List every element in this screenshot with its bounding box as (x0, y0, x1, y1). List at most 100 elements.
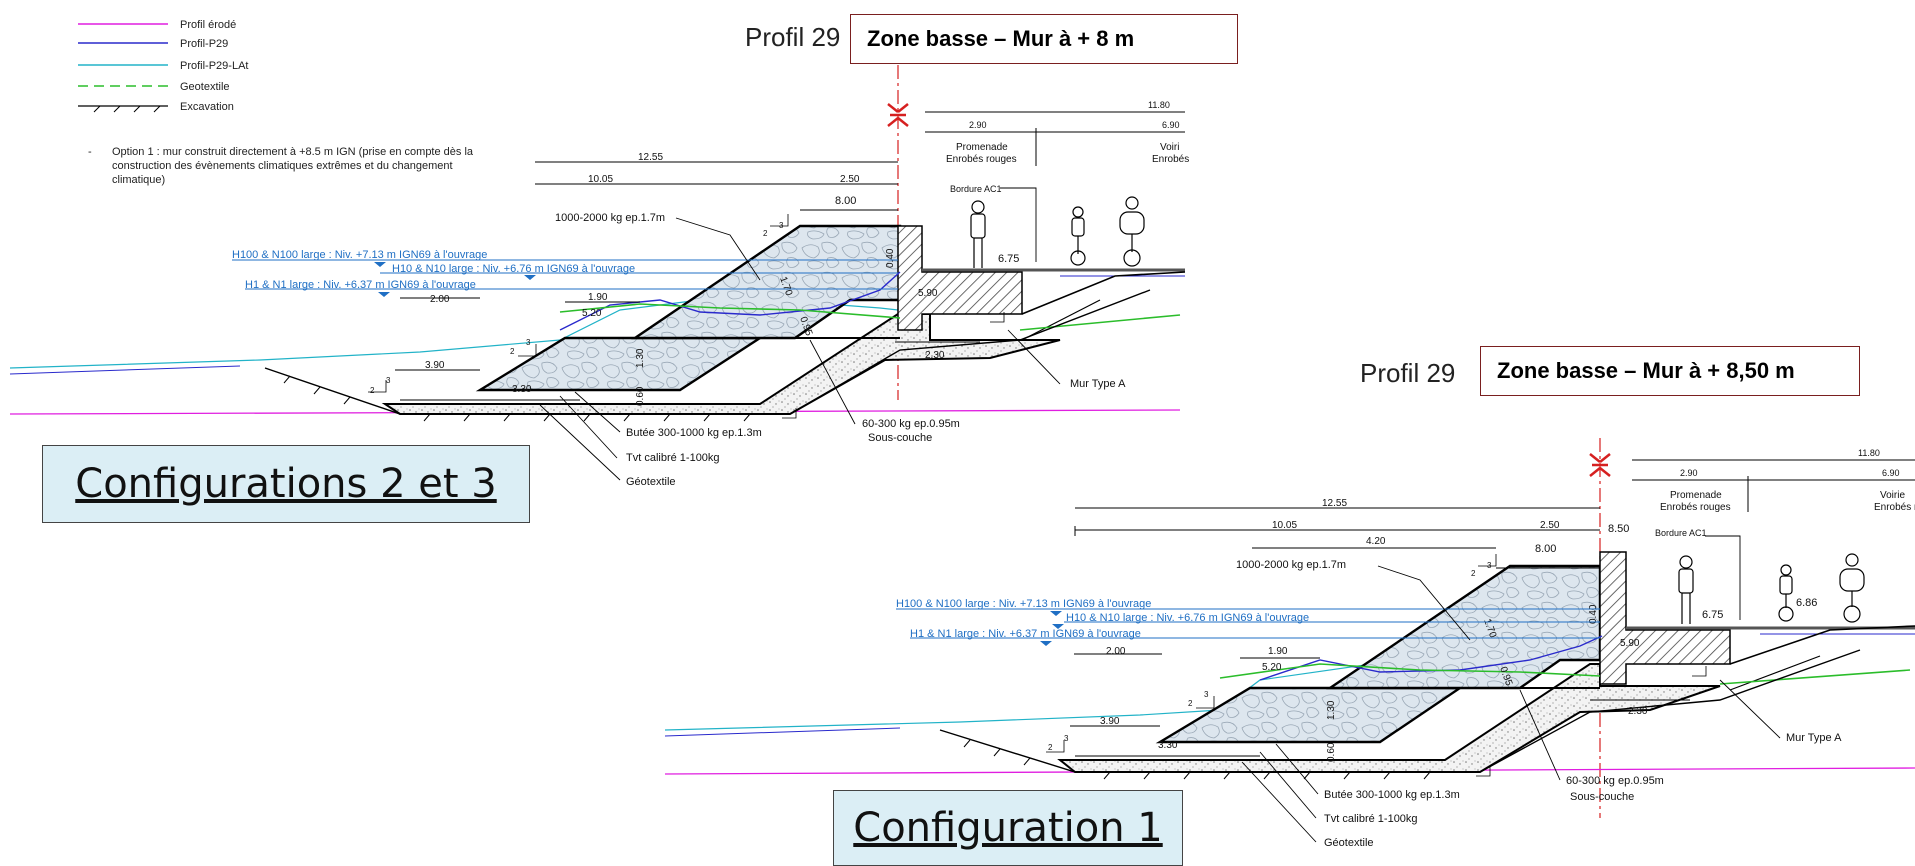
wall (897, 225, 1023, 331)
slope-label: 3 (1204, 690, 1209, 699)
dim-label: 8.00 (1535, 543, 1556, 555)
slope-label: 3 (1487, 561, 1492, 570)
label: Enrobés (1152, 154, 1189, 165)
zone-title-bottom: Zone basse – Mur à + 8,50 m (1480, 346, 1860, 396)
slope-label: 3 (386, 376, 391, 385)
slope-label: 2 (1188, 699, 1193, 708)
dim-label: 1.90 (588, 292, 608, 303)
config-label-top: Configurations 2 et 3 (42, 445, 530, 523)
material-label: Butée 300-1000 kg ep.1.3m (626, 427, 762, 439)
dim-label: 2.30 (925, 350, 945, 361)
dim-label: 8.50 (1608, 523, 1629, 535)
dim-label: 6.90 (1882, 468, 1900, 478)
label: Voirie (1880, 490, 1905, 501)
label: Promenade (1670, 490, 1722, 501)
profil-label-top: Profil 29 (745, 22, 841, 52)
legend-item: Profil-P29 (180, 38, 228, 50)
config-label-bottom: Configuration 1 (833, 790, 1183, 866)
dim-label: 10.05 (1272, 520, 1297, 531)
note-line: Option 1 : mur construit directement à +… (112, 146, 474, 158)
cyclist-icon (1778, 564, 1794, 622)
dim-label: 0.60 (1326, 742, 1337, 762)
water-level-label: H100 & N100 large : Niv. +7.13 m IGN69 à… (896, 598, 1151, 610)
slope-label: 3 (526, 338, 531, 347)
slope-label: 3 (1064, 734, 1069, 743)
label: Bordure AC1 (950, 184, 1002, 194)
dim-label: 0.40 (1588, 604, 1599, 624)
dim-label: 3.90 (1100, 716, 1120, 727)
slope-label: 2 (370, 386, 375, 395)
dim-label: 12.55 (638, 152, 663, 163)
material-label: 1000-2000 kg ep.1.7m (555, 212, 665, 224)
dim-label: 12.55 (1322, 498, 1347, 509)
dim-label: 11.80 (1148, 100, 1170, 110)
dim-label: 6.75 (1702, 609, 1723, 621)
label: Voiri (1160, 142, 1179, 153)
dim-label: 2.50 (840, 174, 860, 185)
legend-item: Profil-P29-LAt (180, 60, 248, 72)
dim-label: 6.75 (998, 253, 1019, 265)
axis-marker-icon (887, 103, 909, 127)
dim-label: 1.30 (635, 348, 646, 368)
dim-label: 3.30 (1158, 740, 1178, 751)
label: Bordure AC1 (1655, 528, 1707, 538)
material-label: Mur Type A (1786, 732, 1842, 744)
material-label: Mur Type A (1070, 378, 1126, 390)
dim-label: 2.30 (1628, 706, 1648, 717)
dim-label: 2.00 (430, 294, 450, 305)
water-level-label: H10 & N10 large : Niv. +6.76 m IGN69 à l… (392, 263, 635, 275)
dim-label: 3.30 (512, 384, 532, 395)
zone-title-top: Zone basse – Mur à + 8 m (850, 14, 1238, 64)
label: Enrobés r (1874, 502, 1915, 513)
dim-label: 8.00 (835, 195, 856, 207)
legend-item: Excavation (180, 101, 234, 113)
material-label: Tvt calibré 1-100kg (1324, 813, 1418, 825)
legend: Profil érodé Profil-P29 Profil-P29-LAt G… (78, 19, 474, 186)
material-label: Géotextile (1324, 837, 1374, 849)
material-label: Géotextile (626, 476, 676, 488)
cyclist-icon (1070, 206, 1086, 266)
butee-block (475, 336, 765, 392)
cyclist-icon (1839, 553, 1865, 623)
material-label: Sous-couche (1570, 791, 1634, 803)
water-level-label: H10 & N10 large : Niv. +6.76 m IGN69 à l… (1066, 612, 1309, 624)
dim-label: 5.90 (1620, 638, 1640, 649)
dim-label: 11.80 (1858, 448, 1880, 458)
dim-label: 10.05 (588, 174, 613, 185)
water-level-label: H1 & N1 large : Niv. +6.37 m IGN69 à l'o… (910, 628, 1141, 640)
dim-label: 5.20 (1262, 662, 1282, 673)
note-dash: - (88, 146, 92, 158)
water-level-label: H1 & N1 large : Niv. +6.37 m IGN69 à l'o… (245, 279, 476, 291)
dim-label: 6.86 (1796, 597, 1817, 609)
axis-marker-icon (1589, 453, 1611, 477)
note-line: climatique) (112, 174, 165, 186)
dim-label: 2.50 (1540, 520, 1560, 531)
label: Enrobés rouges (1660, 502, 1731, 513)
water-level-label: H100 & N100 large : Niv. +7.13 m IGN69 à… (232, 249, 487, 261)
slope-label: 2 (510, 347, 515, 356)
dim-label: 2.90 (1680, 468, 1698, 478)
slope-label: 2 (1471, 569, 1476, 578)
slope-label: 2 (763, 229, 768, 238)
dim-label: 5.90 (918, 288, 938, 299)
pedestrian-icon (970, 200, 986, 268)
dim-label: 3.90 (425, 360, 445, 371)
note-line: construction des évènements climatiques … (112, 160, 453, 172)
slope-label: 2 (1048, 743, 1053, 752)
material-label: Sous-couche (868, 432, 932, 444)
label: Promenade (956, 142, 1008, 153)
dim-label: 1.30 (1326, 700, 1337, 720)
dim-label: 2.00 (1106, 646, 1126, 657)
dim-label: 2.90 (969, 120, 987, 130)
profil-label-bottom: Profil 29 (1360, 358, 1456, 388)
label: Enrobés rouges (946, 154, 1017, 165)
legend-item: Profil érodé (180, 19, 236, 31)
top-section: 11.80 2.90 6.90 Promenade Enrobés rouges… (9, 40, 1189, 488)
pedestrian-icon (1678, 555, 1694, 624)
armour-block (631, 224, 902, 340)
dim-label: 0.60 (635, 386, 646, 406)
cyclist-icon (1119, 196, 1145, 267)
dim-label: 0.40 (885, 248, 896, 268)
bottom-section: 11.80 2.90 6.90 Promenade Enrobés rouges… (664, 438, 1915, 849)
